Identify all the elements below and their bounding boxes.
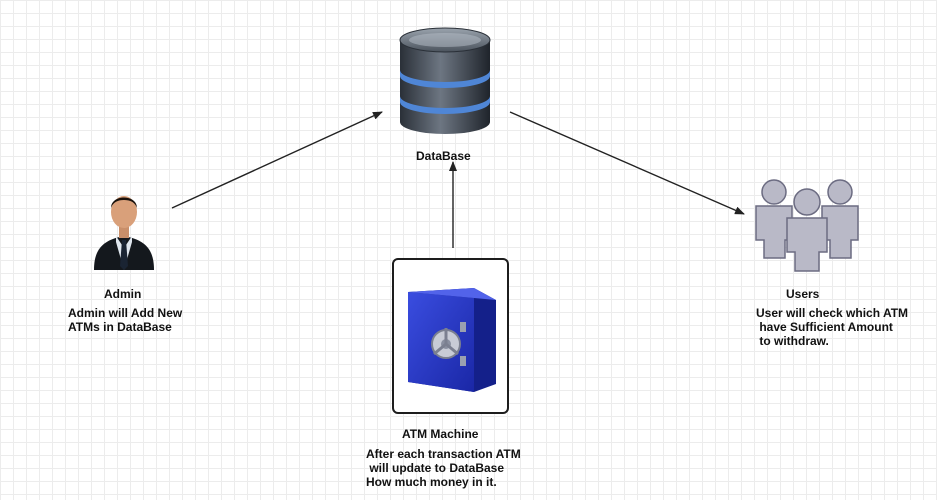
atm-machine-frame [392,258,509,414]
admin-description: Admin will Add New ATMs in DataBase [68,306,183,334]
database-cylinder-icon [399,27,491,134]
users-description: User will check which ATM have Sufficien… [756,306,909,348]
atm-label: ATM Machine [402,427,479,441]
safe-vault-icon [408,288,496,392]
users-label: Users [786,287,820,301]
user-group-icon [755,179,859,272]
arrow-database-to-users [509,111,745,215]
admin-label: Admin [104,287,142,301]
arrow-admin-to-database [171,111,383,209]
database-label: DataBase [416,149,471,163]
businessman-icon [94,196,154,270]
atm-description: After each transaction ATM will update t… [366,447,521,489]
